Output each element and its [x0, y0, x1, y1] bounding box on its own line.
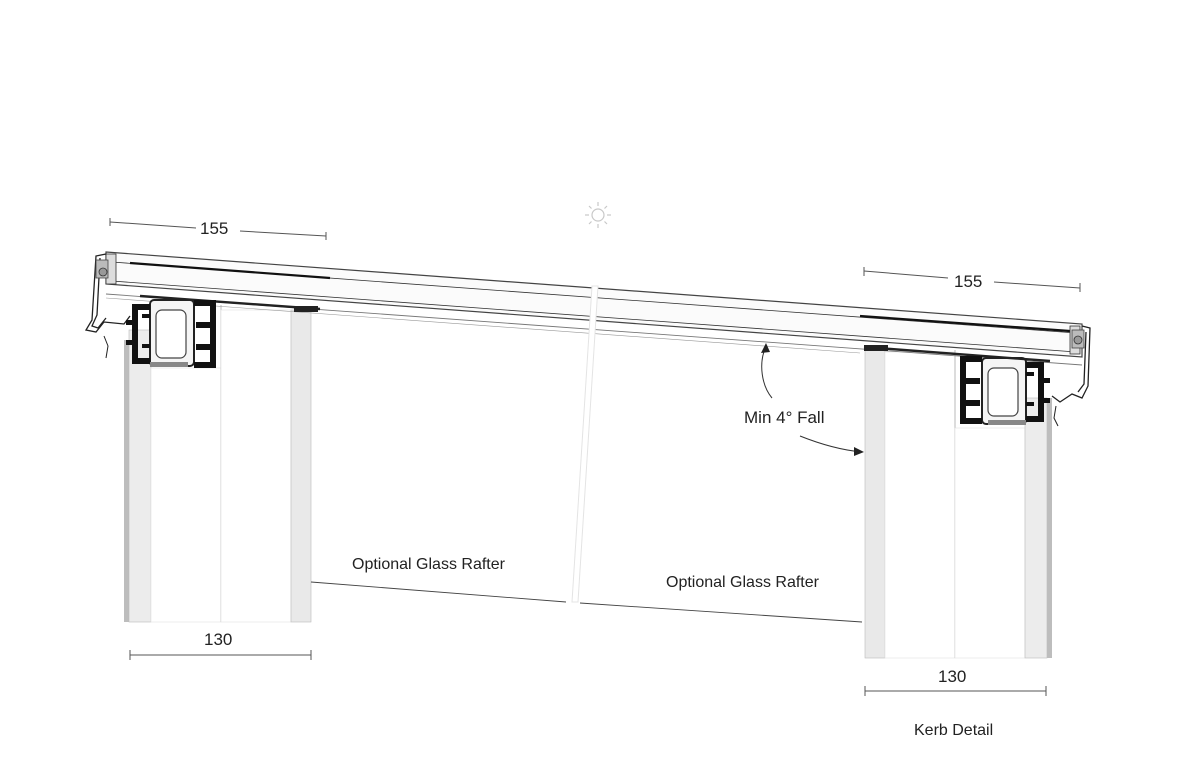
- right-edge-trim: [1051, 325, 1091, 427]
- rafter-label-left: Optional Glass Rafter: [352, 556, 505, 573]
- right-frame-profile: [863, 345, 1051, 425]
- sun-icon: [585, 202, 611, 228]
- rafter-label-right: Optional Glass Rafter: [666, 574, 819, 591]
- dim-top-right-label: 155: [954, 272, 983, 291]
- dimension-top-left: [109, 218, 327, 240]
- fall-arrow: [761, 343, 864, 456]
- dim-bottom-left-label: 130: [204, 630, 233, 649]
- dim-bottom-right-label: 130: [938, 667, 967, 686]
- dimension-bottom-right: [864, 686, 1047, 696]
- glass-rafter: [571, 285, 599, 603]
- rafter-leader-lines: [310, 581, 863, 623]
- dim-top-left-label: 155: [200, 219, 229, 238]
- dimension-top-right: [863, 267, 1081, 292]
- kerb-detail-label: Kerb Detail: [914, 722, 994, 739]
- right-kerb-wall: [864, 349, 1052, 659]
- left-edge-trim: [84, 253, 131, 359]
- fall-label: Min 4° Fall: [744, 408, 825, 427]
- dimension-bottom-left: [129, 650, 312, 660]
- left-kerb-wall: [124, 305, 312, 623]
- left-frame-profile: [126, 294, 321, 368]
